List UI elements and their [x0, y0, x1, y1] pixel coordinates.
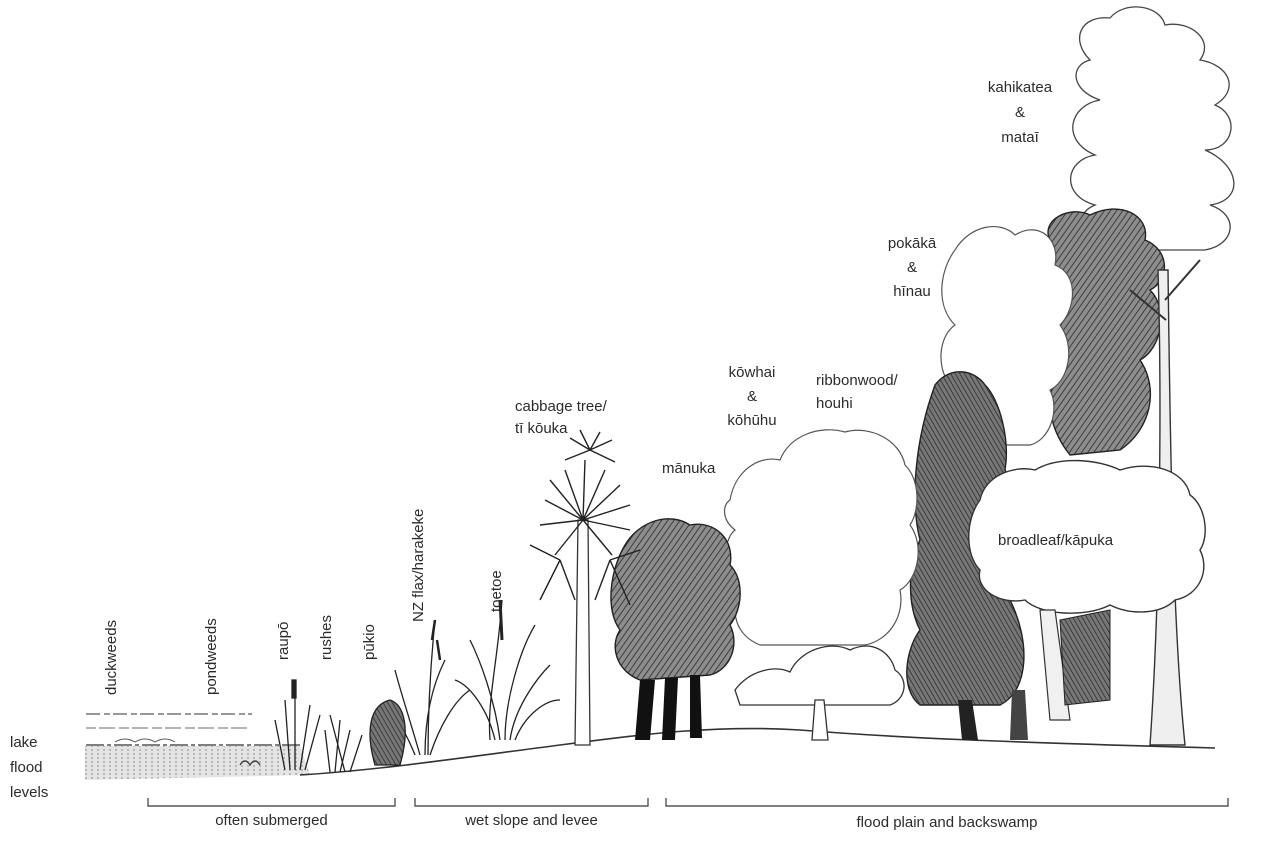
- pokaka-amp: &: [877, 257, 947, 278]
- zone-brackets: [148, 798, 1228, 806]
- kahikatea-label-2: mataī: [975, 127, 1065, 148]
- levels-label: levels: [10, 782, 48, 803]
- toetoe-label: toetoe: [488, 570, 505, 612]
- kowhai-amp: &: [715, 386, 789, 407]
- manuka-label: mānuka: [662, 458, 715, 479]
- bracket-flood-plain: [666, 798, 1228, 806]
- kowhai-label-1: kōwhai: [715, 362, 789, 383]
- pukio-label: pūkio: [361, 624, 378, 660]
- duckweeds-label: duckweeds: [103, 620, 120, 695]
- kowhai-tree: [735, 646, 904, 740]
- pokaka-label-1: pokākā: [877, 233, 947, 254]
- kowhai-label-2: kōhūhu: [715, 410, 789, 431]
- pondweeds-label: pondweeds: [203, 618, 220, 695]
- ribbonwood-tree: [725, 430, 919, 645]
- raupo-label: raupō: [275, 622, 292, 660]
- manuka-tree: [611, 519, 740, 740]
- flax-label: NZ flax/harakeke: [410, 509, 427, 622]
- wet-slope-label: wet slope and levee: [415, 812, 648, 829]
- flood-label: flood: [10, 757, 43, 778]
- broadleaf-label: broadleaf/kāpuka: [998, 530, 1113, 551]
- kahikatea-label-1: kahikatea: [975, 77, 1065, 98]
- lake-label: lake: [10, 732, 38, 753]
- cabbage-tree-label-2: tī kōuka: [515, 418, 568, 439]
- pokaka-label-2: hīnau: [877, 281, 947, 302]
- rushes-label: rushes: [318, 615, 335, 660]
- bracket-wet-slope: [415, 798, 648, 806]
- cabbage-tree-label-1: cabbage tree/: [515, 396, 607, 417]
- bracket-often-submerged: [148, 798, 395, 806]
- often-submerged-label: often submerged: [148, 812, 395, 829]
- kahikatea-amp: &: [975, 102, 1065, 123]
- flood-plain-label: flood plain and backswamp: [666, 814, 1228, 831]
- ribbonwood-label-1: ribbonwood/: [816, 370, 898, 391]
- ribbonwood-label-2: houhi: [816, 393, 853, 414]
